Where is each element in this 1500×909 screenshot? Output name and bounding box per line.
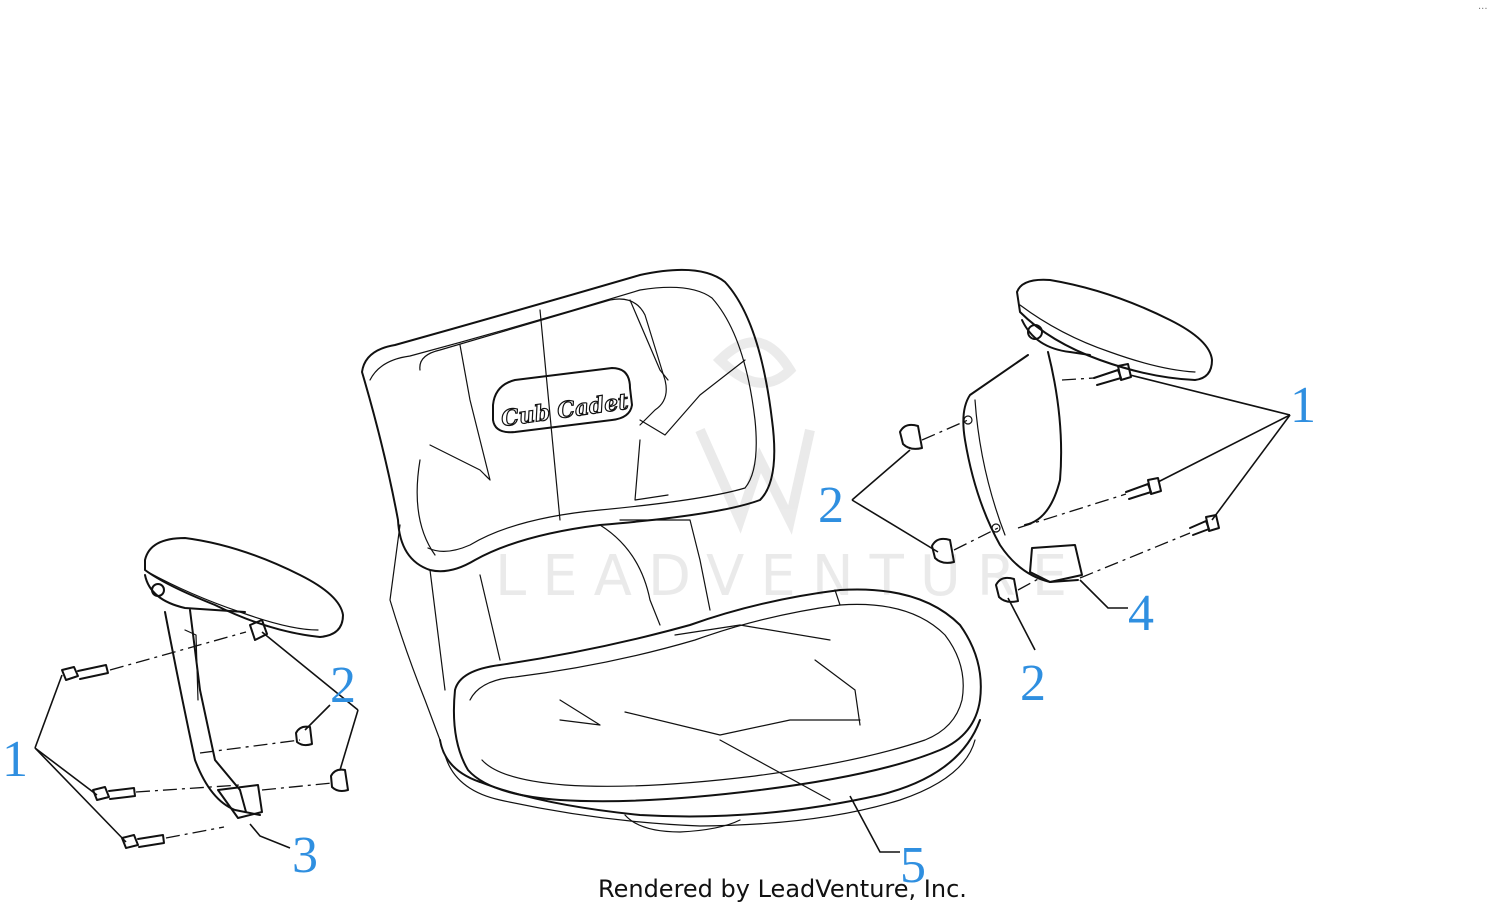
left-clip-part-2-a[interactable] — [249, 619, 268, 641]
callout-seat-5: 5 — [900, 837, 926, 894]
callout-left-3: 3 — [292, 827, 318, 884]
callout-right-1: 1 — [1290, 377, 1316, 434]
callout-right-4: 4 — [1128, 585, 1154, 642]
left-screw-part-1-b[interactable] — [92, 786, 136, 801]
left-screw-part-1-c[interactable] — [121, 834, 165, 849]
callout-left-1: 1 — [2, 731, 28, 788]
callout-right-2-lower: 2 — [1020, 655, 1046, 712]
right-screw-part-1-a[interactable] — [1093, 363, 1132, 386]
watermark: LEADVENTURE — [495, 544, 1083, 609]
logo-plate — [492, 367, 633, 434]
right-screw-part-1-c[interactable] — [1189, 514, 1220, 536]
left-screw-part-1-a[interactable] — [61, 664, 109, 681]
corner-menu-icon[interactable]: ... — [1478, 1, 1488, 12]
right-clip-part-2-a[interactable] — [899, 423, 923, 450]
right-armrest-part-4[interactable] — [962, 278, 1213, 583]
left-clip-part-2-b[interactable] — [295, 725, 313, 747]
callout-right-2-upper: 2 — [818, 477, 844, 534]
right-clip-part-2-b[interactable] — [931, 537, 955, 564]
callout-left-2: 2 — [330, 657, 356, 714]
left-armrest-part-3[interactable] — [144, 537, 344, 819]
left-clip-part-2-c[interactable] — [330, 768, 349, 792]
right-clip-part-2-c[interactable] — [995, 576, 1019, 603]
right-screw-part-1-b[interactable] — [1125, 477, 1162, 500]
render-credit: Rendered by LeadVenture, Inc. — [598, 875, 967, 903]
watermark-logo-icon — [695, 337, 815, 535]
